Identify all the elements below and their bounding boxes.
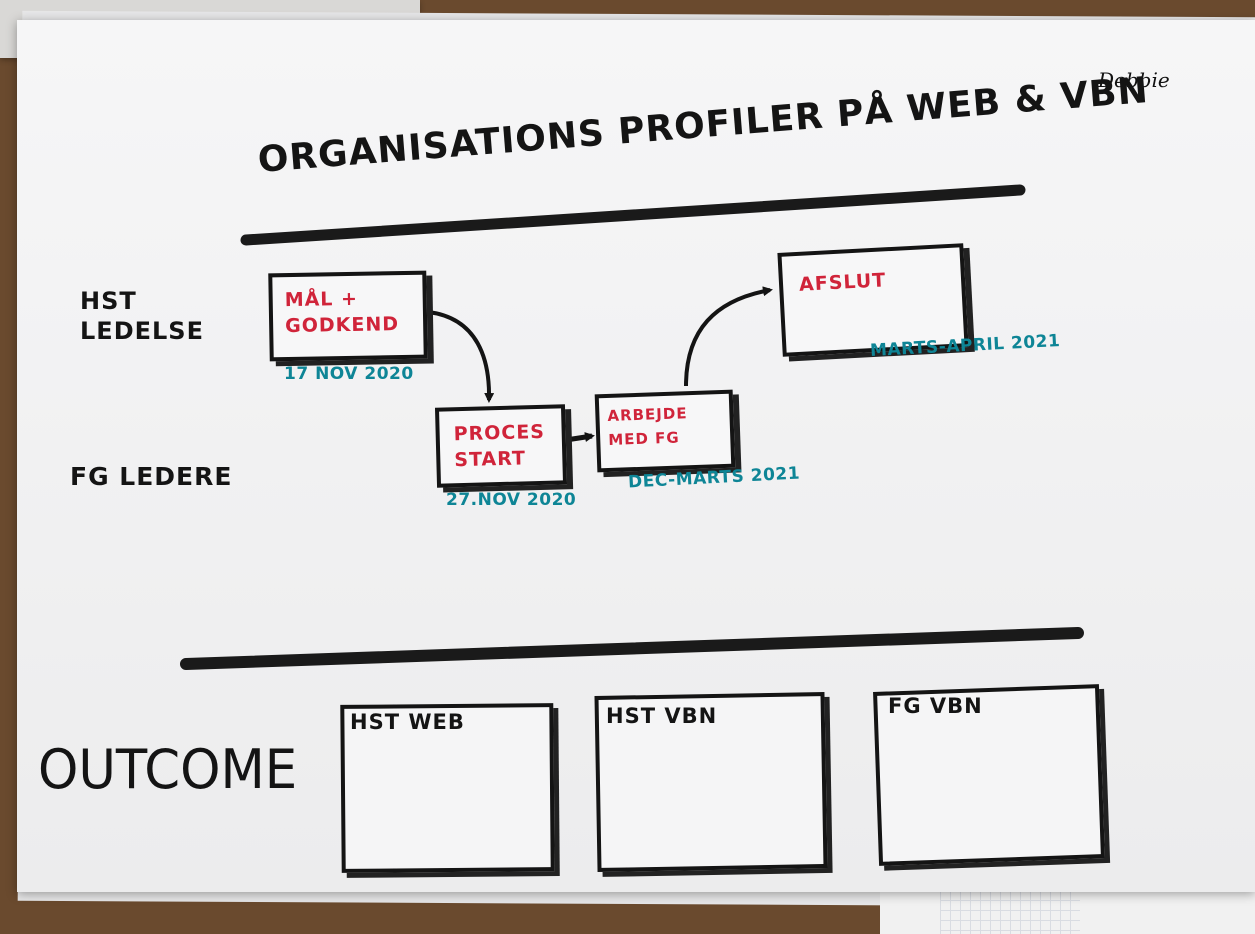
arrow-arbejde-to-afslut (684, 286, 773, 387)
step-box-proces: PROCES START (434, 404, 568, 488)
row-label-hst-ledelse: HST LEDELSE (80, 287, 204, 345)
step-text-arbejde: ARBEJDE MED FG (607, 404, 688, 449)
outcome-title-hst-web: HST WEB (350, 710, 465, 734)
grid-paper-corner (880, 890, 1255, 934)
outcome-divider (180, 627, 1084, 670)
step-box-maal: MÅL + GODKEND (268, 270, 428, 362)
outcome-title-hst-vbn: HST VBN (606, 704, 718, 728)
arrow-proces-to-arbejde (565, 432, 595, 443)
step-date-maal: 17 NOV 2020 (284, 364, 414, 384)
step-text-maal: MÅL + GODKEND (284, 287, 400, 338)
step-text-proces: PROCES START (453, 420, 546, 472)
row-label-outcome: OUTCOME (38, 738, 298, 801)
outcome-title-fg-vbn: FG VBN (888, 694, 983, 718)
row-label-fg-ledere: FG LEDERE (70, 462, 233, 491)
step-box-arbejde: ARBEJDE MED FG (594, 389, 736, 473)
arrow-maal-to-proces (427, 310, 495, 403)
title-underline (240, 184, 1026, 246)
step-date-proces: 27.NOV 2020 (446, 490, 577, 510)
step-text-afslut: AFSLUT (798, 269, 887, 296)
author-signature: Debbie (1098, 68, 1170, 92)
